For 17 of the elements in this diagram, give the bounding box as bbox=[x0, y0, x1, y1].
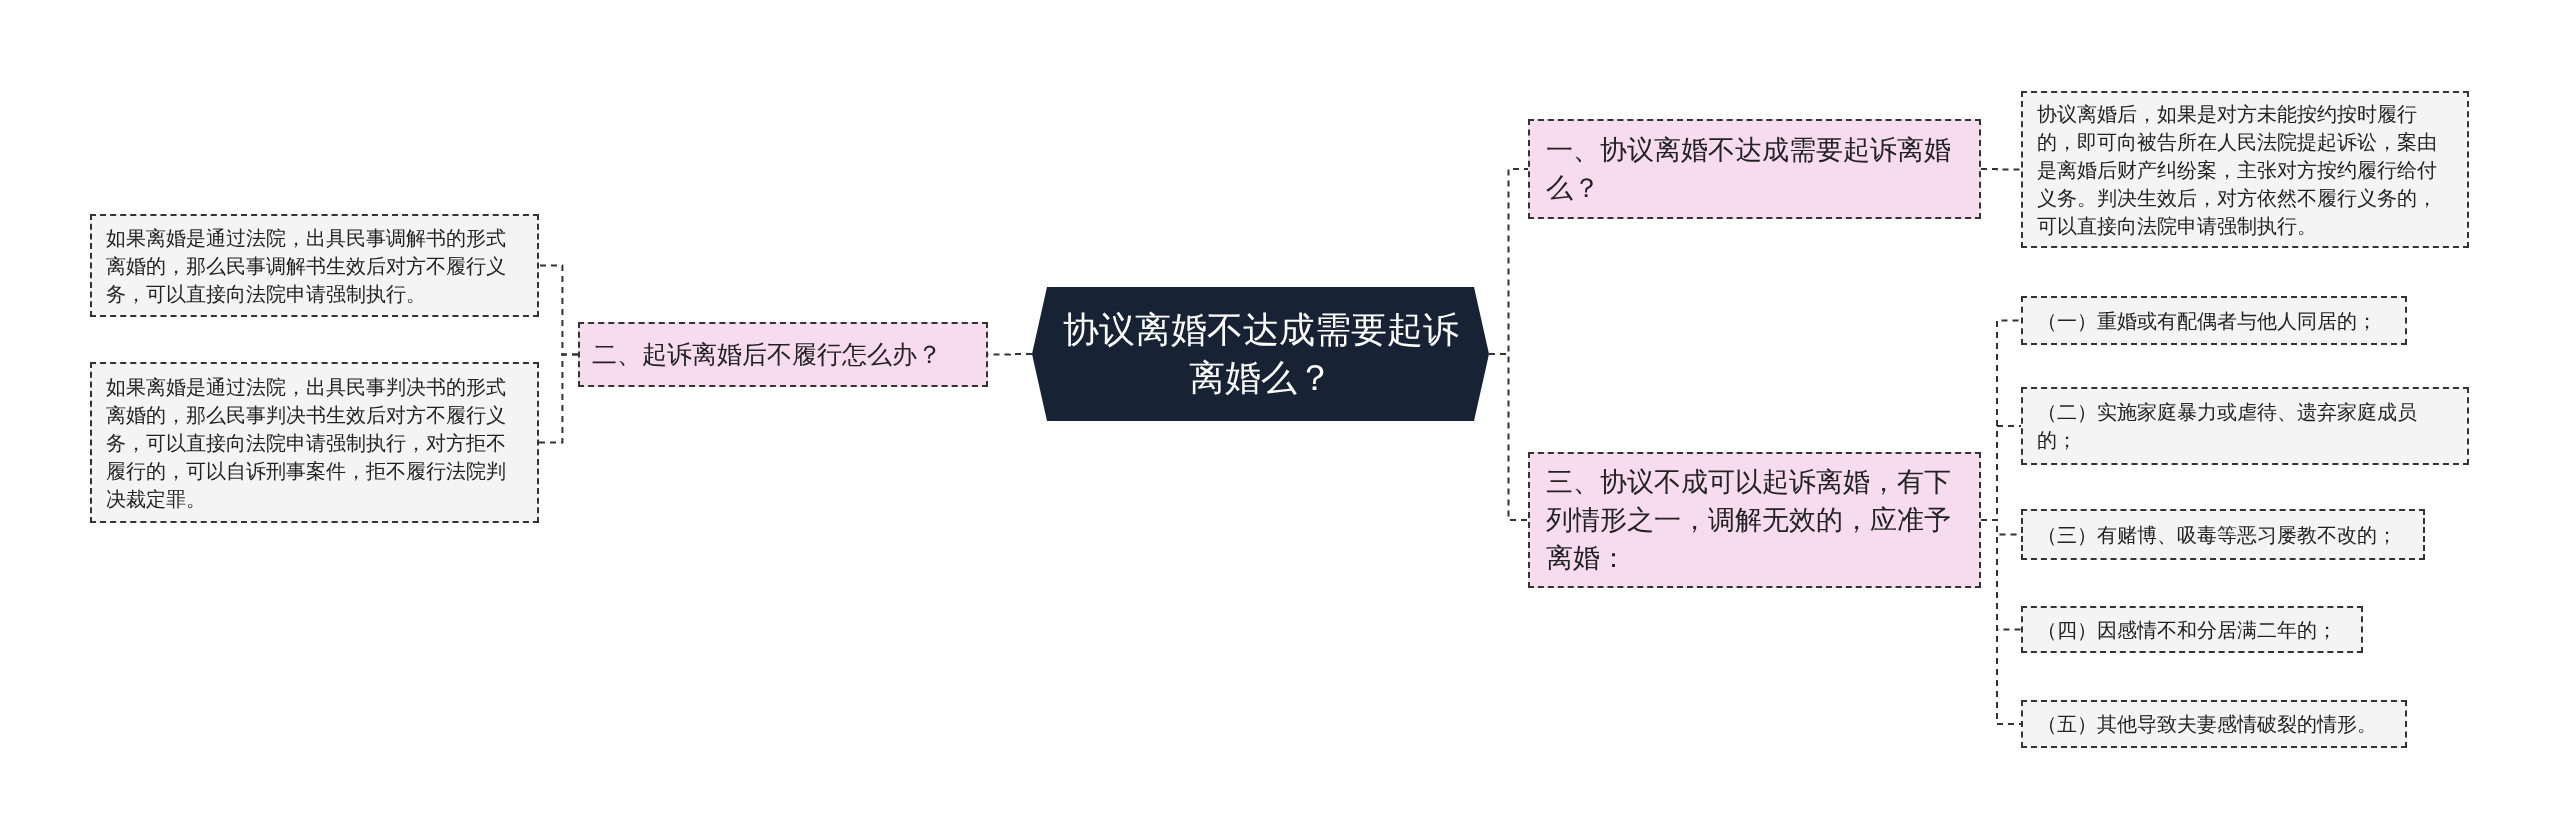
connector-line bbox=[538, 353, 579, 444]
note-box: （四）因感情不和分居满二年的； bbox=[2021, 606, 2363, 653]
connector-line bbox=[1980, 519, 2022, 725]
note-box: （三）有赌博、吸毒等恶习屡教不改的； bbox=[2021, 509, 2425, 560]
note-box: （五）其他导致夫妻感情破裂的情形。 bbox=[2021, 700, 2407, 748]
note-box: 协议离婚后，如果是对方未能按约按时履行的，即可向被告所在人民法院提起诉讼，案由是离婚后财产纠纷案，主张对方按约履行给付义务。判决生效后，对方依然不履行义务的，可以直接向法院申请强制执行。 bbox=[2021, 91, 2469, 248]
note-box: 如果离婚是通过法院，出具民事判决书的形式离婚的，那么民事判决书生效后对方不履行义务，可以直接向法院申请强制执行，对方拒不履行的，可以自诉刑事案件，拒不履行法院判决裁定罪。 bbox=[90, 362, 539, 523]
connector-line bbox=[1980, 168, 2022, 171]
topic-box: 三、协议不成可以起诉离婚，有下列情形之一，调解无效的，应准予离婚： bbox=[1528, 452, 1981, 588]
note-box: 如果离婚是通过法院，出具民事调解书的形式离婚的，那么民事调解书生效后对方不履行义务，可以直接向法院申请强制执行。 bbox=[90, 214, 539, 317]
topic-box: 二、起诉离婚后不履行怎么办？ bbox=[578, 322, 988, 387]
note-box: （二）实施家庭暴力或虐待、遗弃家庭成员的； bbox=[2021, 387, 2469, 465]
topic-box: 一、协议离婚不达成需要起诉离婚么？ bbox=[1528, 119, 1981, 219]
connector-line bbox=[987, 353, 1033, 356]
note-box: （一）重婚或有配偶者与他人同居的； bbox=[2021, 296, 2407, 345]
central-topic: 协议离婚不达成需要起诉离婚么？ bbox=[1032, 287, 1489, 421]
connector-line bbox=[1488, 353, 1529, 521]
